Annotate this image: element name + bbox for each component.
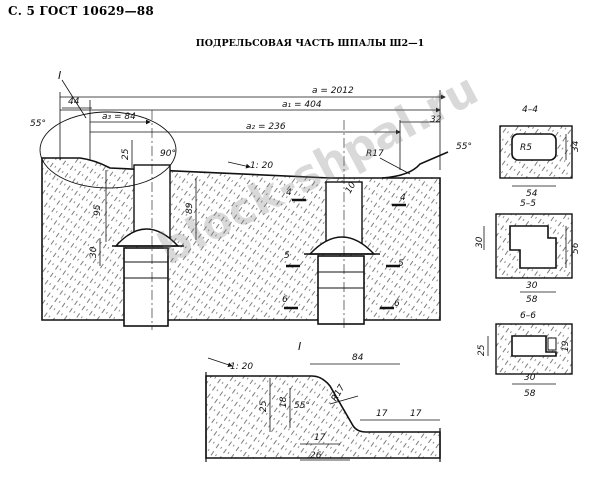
cut-5: 5 bbox=[284, 251, 290, 261]
section-6-6-title: 6–6 bbox=[520, 311, 536, 321]
dim-32: 32 bbox=[430, 115, 442, 125]
cut-6r: 6 bbox=[394, 299, 400, 309]
right-bore-bottom bbox=[317, 255, 365, 325]
section-5-5-30b: 30 bbox=[526, 281, 538, 291]
angle-55-left: 55° bbox=[30, 119, 46, 129]
section-6-6-30: 30 bbox=[524, 373, 536, 383]
section-5-5-58: 58 bbox=[526, 295, 538, 305]
section-6-6-25: 25 bbox=[477, 344, 487, 356]
detail-17a: 17 bbox=[376, 409, 388, 419]
dim-95: 95 bbox=[93, 204, 103, 216]
dim-a: a = 2012 bbox=[312, 86, 354, 96]
section-5-5-56: 56 bbox=[571, 242, 581, 254]
angle-90: 90° bbox=[160, 149, 176, 159]
slope-label: 1: 20 bbox=[250, 161, 273, 171]
detail-r17: R17 bbox=[330, 383, 348, 404]
section-5-5-30: 30 bbox=[475, 236, 485, 248]
section-6-6-19: 19 bbox=[561, 340, 571, 352]
main-labels: a = 2012 a₁ = 404 a₃ = 84 a₂ = 236 44 32… bbox=[30, 69, 472, 353]
detail-25: 25 bbox=[259, 400, 269, 412]
detail-mark-bottom: I bbox=[298, 340, 301, 353]
detail-mark-top: I bbox=[58, 69, 61, 82]
detail-55: 55° bbox=[294, 401, 310, 411]
section-4-4-r5: R5 bbox=[520, 143, 532, 153]
section-6-6 bbox=[487, 323, 573, 385]
cut-4r: 4 bbox=[400, 193, 406, 203]
dim-44: 44 bbox=[68, 97, 80, 107]
section-5-5-title: 5–5 bbox=[520, 199, 536, 209]
detail-view bbox=[205, 357, 441, 462]
page-header: С. 5 ГОСТ 10629—88 bbox=[8, 4, 154, 18]
section-6-6-58: 58 bbox=[524, 389, 536, 399]
cut-4: 4 bbox=[286, 188, 292, 198]
left-plug bbox=[114, 228, 180, 247]
main-section bbox=[39, 110, 449, 330]
section-4-4-54: 54 bbox=[526, 189, 538, 199]
section-4-4-34: 34 bbox=[571, 140, 581, 152]
main-dimensions bbox=[59, 79, 446, 310]
section-4-4-title: 4–4 bbox=[522, 105, 538, 115]
left-bore-bottom bbox=[123, 247, 169, 327]
radius-r17: R17 bbox=[366, 149, 384, 159]
detail-slope: 1: 20 bbox=[230, 362, 253, 372]
drawing-title: ПОДРЕЛЬСОВАЯ ЧАСТЬ ШПАЛЫ Ш2—1 bbox=[195, 38, 425, 49]
cut-6: 6 bbox=[282, 295, 288, 305]
section-4-4 bbox=[499, 125, 573, 187]
dim-25: 25 bbox=[121, 148, 131, 160]
detail-17b: 17 bbox=[410, 409, 422, 419]
detail-84: 84 bbox=[352, 353, 364, 363]
dim-89: 89 bbox=[185, 202, 195, 214]
detail-circle bbox=[39, 111, 177, 189]
right-plug bbox=[308, 236, 376, 255]
dim-a1: a₁ = 404 bbox=[282, 100, 322, 110]
section-5-5 bbox=[483, 213, 573, 293]
cut-5r: 5 bbox=[398, 259, 404, 269]
detail-26: 26 bbox=[310, 451, 322, 461]
dim-a3: a₃ = 84 bbox=[102, 112, 136, 122]
dim-a2: a₂ = 236 bbox=[246, 122, 286, 132]
angle-55-right: 55° bbox=[456, 142, 472, 152]
detail-17c: 17 bbox=[314, 433, 326, 443]
detail-18: 18 bbox=[279, 396, 289, 408]
dim-30: 30 bbox=[89, 246, 99, 258]
